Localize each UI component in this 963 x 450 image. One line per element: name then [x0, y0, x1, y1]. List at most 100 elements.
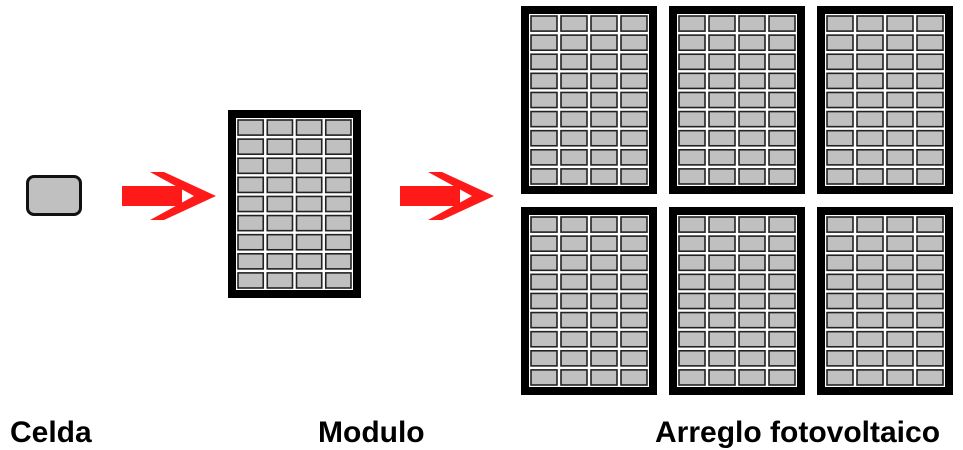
panel-cell [856, 15, 884, 32]
panel-cell [916, 168, 944, 185]
panel-cell [826, 15, 854, 32]
panel-cell [620, 369, 648, 386]
module-label: Modulo [318, 416, 425, 449]
panel-cell [324, 119, 352, 136]
panel-cell [530, 330, 558, 348]
panel-cell [678, 330, 706, 348]
panel-cell [620, 292, 648, 310]
panel-cell [708, 53, 736, 71]
panel-cell [590, 254, 618, 272]
panel-cell [237, 119, 265, 136]
panel-cell [620, 235, 648, 253]
panel-cell [708, 216, 736, 233]
panel-cell [620, 273, 648, 291]
panel-cell [590, 53, 618, 71]
panel-cell [886, 235, 914, 253]
panel-cell [738, 91, 766, 109]
panel-cell [620, 216, 648, 233]
panel-cell [530, 349, 558, 367]
panel-cell [678, 15, 706, 32]
panel-cell [560, 254, 588, 272]
panel-cell [916, 15, 944, 32]
panel-cell [678, 235, 706, 253]
panel-cell [266, 119, 294, 136]
panel-cell [708, 168, 736, 185]
panel-cell [826, 129, 854, 147]
panel-cell [916, 91, 944, 109]
panel-cell [886, 148, 914, 166]
panel-cell [708, 273, 736, 291]
panel-cell [738, 254, 766, 272]
panel-cell [768, 91, 796, 109]
panel-cell [768, 330, 796, 348]
panel-cell [738, 349, 766, 367]
panel-cell [738, 53, 766, 71]
panel-cell [678, 216, 706, 233]
panel-cell [678, 91, 706, 109]
panel-cell [738, 273, 766, 291]
solar-module [228, 110, 361, 298]
panel-cell [916, 369, 944, 386]
panel-cell [620, 148, 648, 166]
panel-cell [768, 148, 796, 166]
panel-cell [708, 148, 736, 166]
panel-cell [916, 330, 944, 348]
panel-cell [530, 292, 558, 310]
panel-cell [886, 216, 914, 233]
panel-cell [324, 272, 352, 289]
panel-cell [295, 119, 323, 136]
panel-cell [708, 72, 736, 90]
panel-cell [886, 72, 914, 90]
panel-cell [560, 369, 588, 386]
panel-cell [530, 273, 558, 291]
solar-cell [26, 175, 82, 216]
panel-cell [266, 214, 294, 232]
panel-cell [295, 138, 323, 156]
panel-cell [560, 349, 588, 367]
panel-cell [768, 72, 796, 90]
panel-cell [886, 330, 914, 348]
panel-cell [916, 148, 944, 166]
panel-cell [678, 110, 706, 128]
panel-cell [826, 216, 854, 233]
panel-cell [856, 216, 884, 233]
panel-cell [856, 129, 884, 147]
panel-cell [916, 129, 944, 147]
panel-cell [708, 91, 736, 109]
panel-cell [826, 235, 854, 253]
panel-cell [768, 216, 796, 233]
panel-cell [826, 34, 854, 52]
panel-cell [620, 311, 648, 329]
panel-cell [590, 311, 618, 329]
panel-cell [916, 311, 944, 329]
panel-cell [738, 369, 766, 386]
panel-cell [768, 349, 796, 367]
panel-cell [856, 369, 884, 386]
panel-cell [560, 72, 588, 90]
panel-cell [530, 254, 558, 272]
panel-cell [590, 110, 618, 128]
panel-cell [708, 235, 736, 253]
panel-cell [590, 292, 618, 310]
panel-cell [678, 34, 706, 52]
panel-cell [266, 176, 294, 194]
array-module [669, 6, 805, 194]
array-module [521, 6, 657, 194]
panel-cell [856, 148, 884, 166]
array-module [521, 207, 657, 395]
panel-cell [295, 233, 323, 251]
panel-cell [530, 216, 558, 233]
panel-cell [620, 330, 648, 348]
panel-cell [295, 195, 323, 213]
panel-cell [886, 311, 914, 329]
panel-cell [678, 349, 706, 367]
panel-cell [590, 129, 618, 147]
panel-cell [620, 34, 648, 52]
panel-cell [678, 292, 706, 310]
panel-cell [708, 369, 736, 386]
panel-cell [826, 53, 854, 71]
panel-cell [237, 176, 265, 194]
panel-cell [266, 195, 294, 213]
panel-cell [266, 233, 294, 251]
panel-cell [560, 91, 588, 109]
